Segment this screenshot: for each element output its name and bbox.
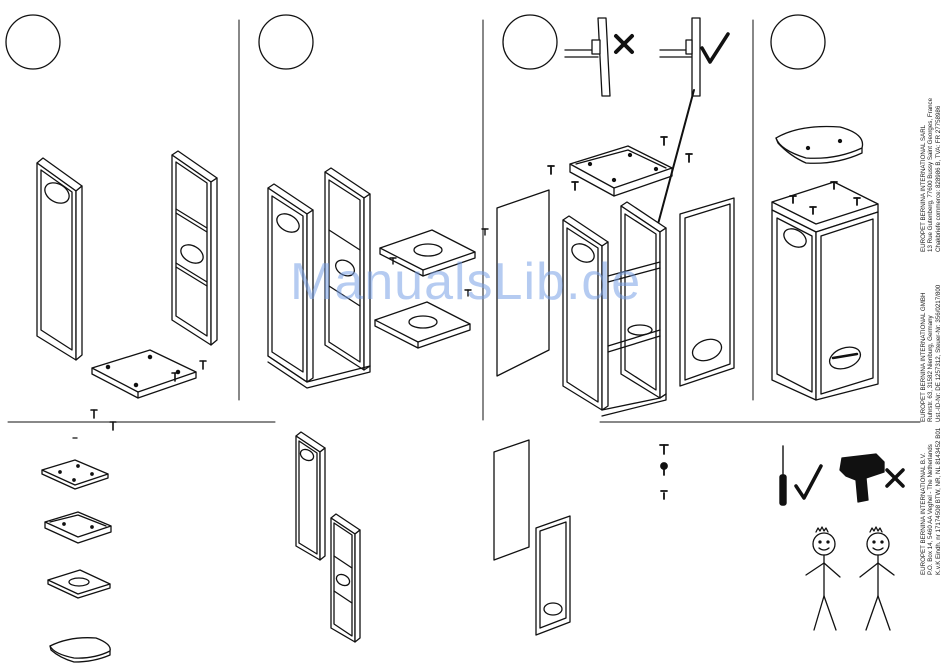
- step-1-side-panel: [36, 157, 83, 361]
- address-line: EUROPET BERNINA INTERNATIONAL B.V.: [920, 452, 927, 575]
- panel-dividers: [7, 19, 921, 423]
- step-1-screws: [90, 360, 207, 431]
- power-drill-icon: [839, 453, 905, 503]
- address-block-france: EUROPET BERNINA INTERNATIONAL SARL 13 Ru…: [920, 98, 942, 252]
- address-line: EUROPET BERNINA INTERNATIONAL GMBH: [920, 292, 927, 423]
- address-line: P.O. Box 14, 5460 AA Veghel - The Nether…: [927, 444, 935, 575]
- step-3-side-panel-left: [496, 189, 550, 377]
- step-4-circle: [770, 14, 826, 70]
- step-4-screws: [789, 181, 861, 215]
- address-block-germany: EUROPET BERNINA INTERNATIONAL GMBH Ruhrs…: [920, 285, 942, 422]
- part-base-board: [41, 459, 109, 490]
- part-top-tray: [44, 511, 112, 544]
- step-2-carcass: [267, 167, 371, 389]
- step-3-side-panel-right: [679, 197, 735, 387]
- person-left-icon: [805, 526, 841, 631]
- step-1-base-board: [91, 349, 197, 399]
- address-line: EUROPET BERNINA INTERNATIONAL SARL: [920, 124, 927, 252]
- address-line: Ruhrstr. 63, 31582 Nienburg, Germany: [927, 315, 935, 422]
- step-3-correct-detail: [659, 17, 730, 97]
- step-2-circle: [258, 14, 314, 70]
- part-screws: [659, 444, 669, 500]
- step-3-wrong-detail: [564, 17, 634, 97]
- step-2-shelf-top: [379, 229, 476, 277]
- step-3-top-tray: [569, 145, 673, 197]
- part-door-panel: [535, 515, 571, 636]
- step-4-cabinet: [771, 181, 879, 401]
- part-side-panel-with-hole: [295, 431, 326, 561]
- part-shelf-with-hole: [47, 569, 111, 599]
- step-3-screws: [547, 136, 693, 191]
- address-line: Chakbriefe commerce: 828986 B, TVA: FR 2…: [934, 105, 942, 252]
- step-4-top-cover: [775, 125, 864, 164]
- part-back-frame: [330, 513, 361, 643]
- step-3-circle: [502, 14, 558, 70]
- step-1-circle: [5, 14, 61, 70]
- address-line: Ust.-ID-Nr: DE 1257312, Steuer-Nr: 356/0…: [934, 284, 942, 422]
- step-2-screws: [389, 228, 489, 297]
- address-block-netherlands: EUROPET BERNINA INTERNATIONAL B.V. P.O. …: [920, 428, 942, 575]
- step-1-back-frame: [171, 150, 218, 346]
- step-3-carcass: [562, 201, 667, 417]
- address-line: 13 Rue Gutenberg, 77600 Bussy Saint Geor…: [927, 97, 935, 252]
- address-line: K.v.K Eindh. nr 17174508 BTW, NR, NL 814…: [934, 427, 942, 575]
- step-2-shelf-bottom: [374, 301, 471, 349]
- screwdriver-icon: [779, 445, 823, 506]
- person-right-icon: [859, 526, 895, 631]
- part-top-cover: [49, 637, 111, 663]
- part-plain-panel: [493, 439, 530, 561]
